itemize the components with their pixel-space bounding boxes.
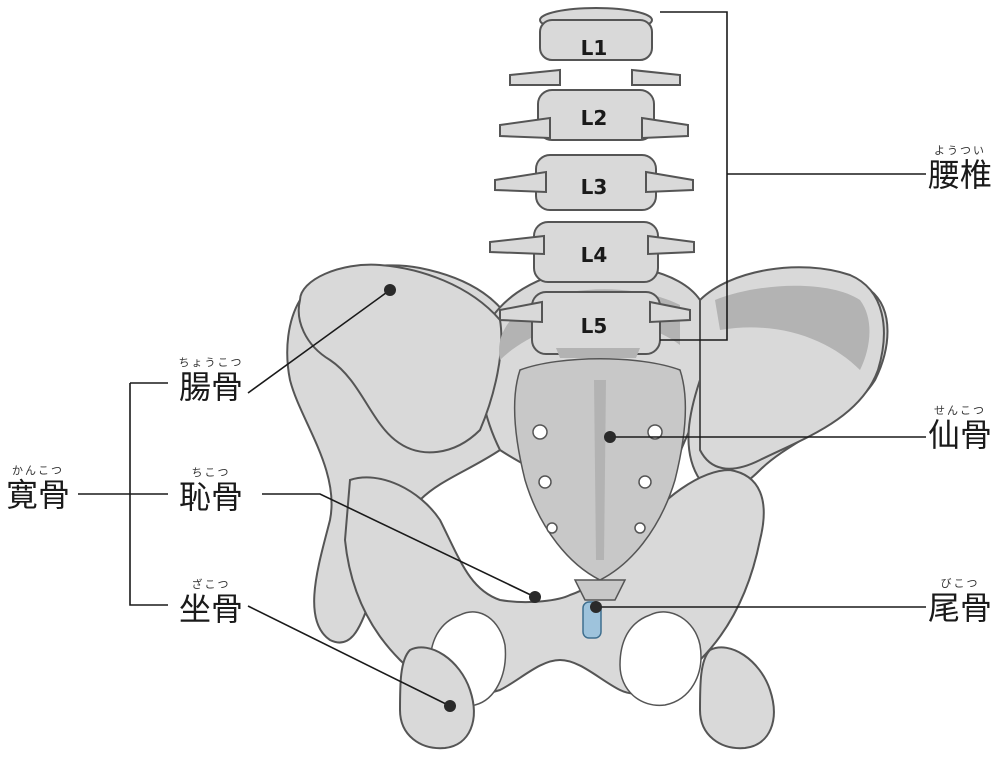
label-lumbar-ruby: ようつい xyxy=(934,144,986,157)
vertebra-label-l5: L5 xyxy=(580,314,608,338)
vertebra-label-l1: L1 xyxy=(580,36,608,60)
label-pubis-ruby: ちこつ xyxy=(191,466,231,479)
label-hip-ruby: かんこつ xyxy=(12,464,64,477)
lumbar-spine xyxy=(489,7,695,358)
label-coccyx: びこつ 尾骨 xyxy=(922,577,998,626)
label-sacrum-text: 仙骨 xyxy=(927,416,992,454)
label-sacrum-ruby: せんこつ xyxy=(934,404,986,417)
label-ilium: ちょうこつ 腸骨 xyxy=(170,356,252,405)
label-hip: かんこつ 寛骨 xyxy=(0,464,76,513)
label-coccyx-text: 尾骨 xyxy=(927,589,992,627)
coccyx xyxy=(573,579,627,601)
vertebra-label-l4: L4 xyxy=(580,243,608,267)
label-ischium: ざこつ 坐骨 xyxy=(172,578,250,627)
label-ilium-ruby: ちょうこつ xyxy=(178,356,244,369)
label-pubis: ちこつ 恥骨 xyxy=(172,466,250,515)
label-hip-text: 寛骨 xyxy=(5,476,70,514)
label-sacrum: せんこつ 仙骨 xyxy=(922,404,998,453)
vertebra-label-l3: L3 xyxy=(580,175,608,199)
vertebra-label-l2: L2 xyxy=(580,106,608,130)
label-coccyx-ruby: びこつ xyxy=(940,577,980,590)
label-ischium-ruby: ざこつ xyxy=(191,578,231,591)
label-pubis-text: 恥骨 xyxy=(178,478,243,516)
label-lumbar-text: 腰椎 xyxy=(927,156,992,194)
label-lumbar: ようつい 腰椎 xyxy=(922,144,998,193)
label-ilium-text: 腸骨 xyxy=(178,368,243,406)
label-ischium-text: 坐骨 xyxy=(178,590,243,628)
